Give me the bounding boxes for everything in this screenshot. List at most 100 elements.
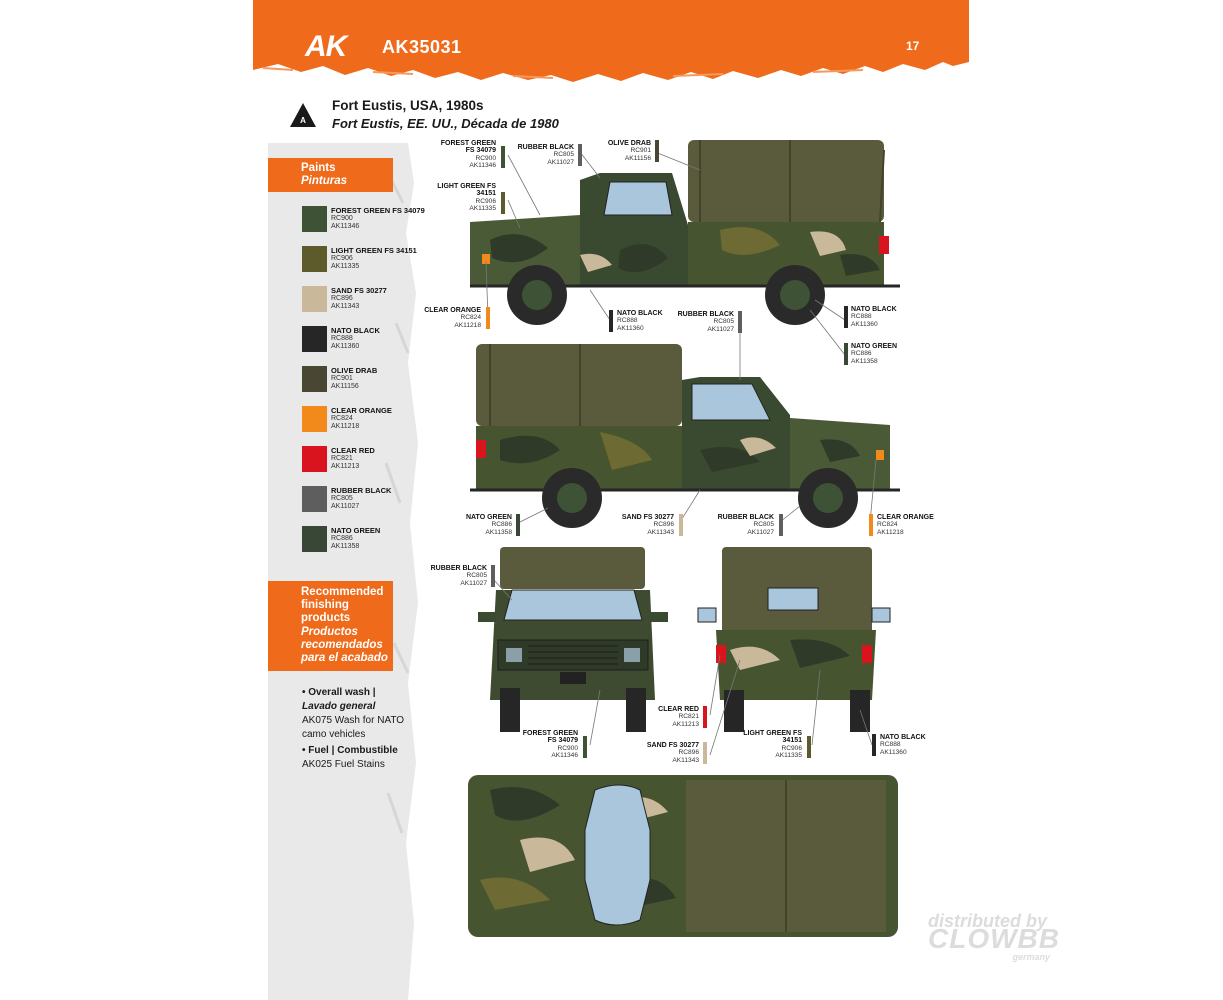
paint-name: OLIVE DRAB	[331, 366, 378, 375]
callout-code: AK11343	[647, 528, 674, 536]
truck-rear-view	[697, 547, 891, 732]
callout-name: RUBBER BLACK	[677, 311, 734, 318]
paints-heading-en: Paints	[301, 162, 336, 174]
callout-color-bar	[609, 310, 613, 332]
page-number: 17	[906, 39, 920, 53]
callout-color-bar	[844, 306, 848, 328]
orange-brush-banner	[253, 0, 969, 82]
sidebar-background	[268, 143, 418, 1000]
callout-color-bar	[679, 514, 683, 536]
callout-leader-lines	[485, 151, 877, 756]
callout-code: RC888	[617, 317, 638, 325]
callout-code: AK11335	[469, 205, 496, 213]
product-code: AK35031	[382, 37, 462, 57]
callout-color-bar	[807, 736, 811, 758]
paint-code: AK11156	[331, 383, 359, 390]
callout-code: AK11360	[851, 320, 878, 328]
paint-swatch	[302, 206, 327, 232]
callout-name-line2: FS 34079	[465, 147, 496, 155]
callout-name: CLEAR ORANGE	[424, 307, 481, 314]
finishing-heading: Recommended finishing products Productos…	[268, 581, 393, 672]
paint-code: RC896	[331, 295, 353, 302]
paints-heading: Paints Pinturas	[268, 158, 393, 193]
paint-code: RC821	[331, 455, 353, 462]
callout-code: AK11218	[454, 321, 481, 329]
watermark-line3: germany	[1012, 952, 1050, 962]
truck-top-view	[468, 775, 898, 937]
brand-logo: AK	[305, 30, 347, 63]
paint-swatch	[302, 486, 327, 512]
callout-name: RUBBER BLACK	[517, 144, 574, 151]
paint-swatch	[302, 366, 327, 392]
callout-code: AK11218	[877, 528, 904, 536]
callout-code: RC901	[630, 147, 651, 155]
paint-code: AK11335	[331, 263, 360, 270]
callout-color-bar	[779, 514, 783, 536]
callout-name: RUBBER BLACK	[717, 514, 774, 521]
callout-code: RC805	[713, 318, 734, 326]
callout-code: AK11156	[624, 154, 651, 162]
callout-color-bar	[491, 565, 495, 587]
watermark-line1: distributed by	[928, 911, 1048, 931]
paint-code: AK11027	[331, 503, 360, 510]
callout-code: RC896	[653, 521, 674, 529]
scheme-badge: A	[290, 103, 316, 132]
callout-code: RC888	[851, 313, 872, 321]
callout-name: LIGHT GREEN FS	[743, 730, 802, 737]
callout-color-bar	[703, 742, 707, 764]
callout-code: RC886	[491, 521, 512, 529]
callout-code: AK11360	[617, 324, 644, 332]
callout-code: RC906	[475, 197, 496, 205]
callout-color-bar	[501, 192, 505, 214]
finishing-heading-es: Productos recomendados para el acabado	[301, 625, 388, 665]
callout-name: RUBBER BLACK	[430, 565, 487, 572]
callout-code: AK11360	[880, 748, 907, 756]
paint-name: NATO BLACK	[331, 326, 380, 335]
callout-code: RC900	[557, 744, 578, 752]
truck-front-view	[478, 547, 668, 732]
finishing-item-fuel: • Fuel | Combustible AK025 Fuel Stains	[302, 745, 398, 770]
callout-name: NATO BLACK	[880, 734, 926, 741]
paint-code: AK11358	[331, 543, 360, 550]
callout-name: LIGHT GREEN FS	[437, 183, 496, 190]
callout-name: SAND FS 30277	[621, 514, 674, 521]
callout-code: RC900	[475, 154, 496, 162]
callout-code: RC805	[466, 572, 487, 580]
callout-name: SAND FS 30277	[646, 742, 699, 749]
finishing-heading-en: Recommended finishing products	[301, 586, 384, 625]
callout-code: RC906	[781, 744, 802, 752]
callout-code: AK11346	[469, 162, 496, 170]
callout-code: AK11346	[551, 752, 578, 760]
paint-name: CLEAR RED	[331, 446, 375, 455]
callout-color-bar	[486, 307, 490, 329]
watermark-logo-text: CLOWBB	[928, 923, 1060, 954]
paint-code: AK11218	[331, 423, 360, 430]
callout-code: AK11213	[672, 720, 699, 728]
finishing-item-label: Fuel | Combustible	[308, 745, 398, 756]
paint-code: AK11360	[331, 343, 360, 350]
callout-color-bar	[516, 514, 520, 536]
paint-code: AK11346	[331, 223, 360, 230]
paint-swatch	[302, 246, 327, 272]
paint-code: RC888	[331, 335, 353, 342]
truck-side-view-right	[470, 344, 900, 528]
